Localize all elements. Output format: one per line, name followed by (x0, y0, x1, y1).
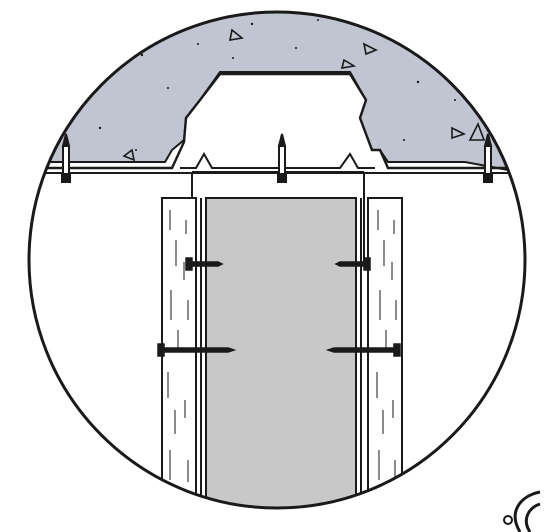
deck-fasteners (61, 133, 493, 183)
gypsum-board-core (205, 197, 357, 508)
detail-callout-circle (27, 10, 527, 510)
steel-stud-flanges (195, 198, 369, 508)
steel-deck (40, 72, 508, 170)
screws (157, 257, 401, 357)
concrete-slab (29, 12, 525, 171)
ul-mark-icon (503, 490, 541, 532)
concrete-aggregate-triangles (122, 28, 486, 162)
